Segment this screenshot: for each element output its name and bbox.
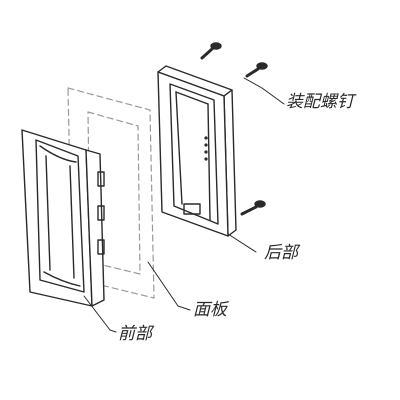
screw-top-left — [200, 42, 222, 60]
front-handle — [21, 129, 105, 307]
rear-housing — [157, 65, 237, 237]
label-rear-part: 后部 — [264, 243, 298, 263]
screw-bottom — [240, 200, 266, 216]
label-front-part: 前部 — [118, 324, 152, 344]
leader-lines — [83, 77, 285, 333]
screw-top-right — [245, 62, 268, 78]
label-assembly-screws: 装配螺钉 — [286, 92, 354, 112]
label-panel: 面板 — [193, 300, 227, 320]
